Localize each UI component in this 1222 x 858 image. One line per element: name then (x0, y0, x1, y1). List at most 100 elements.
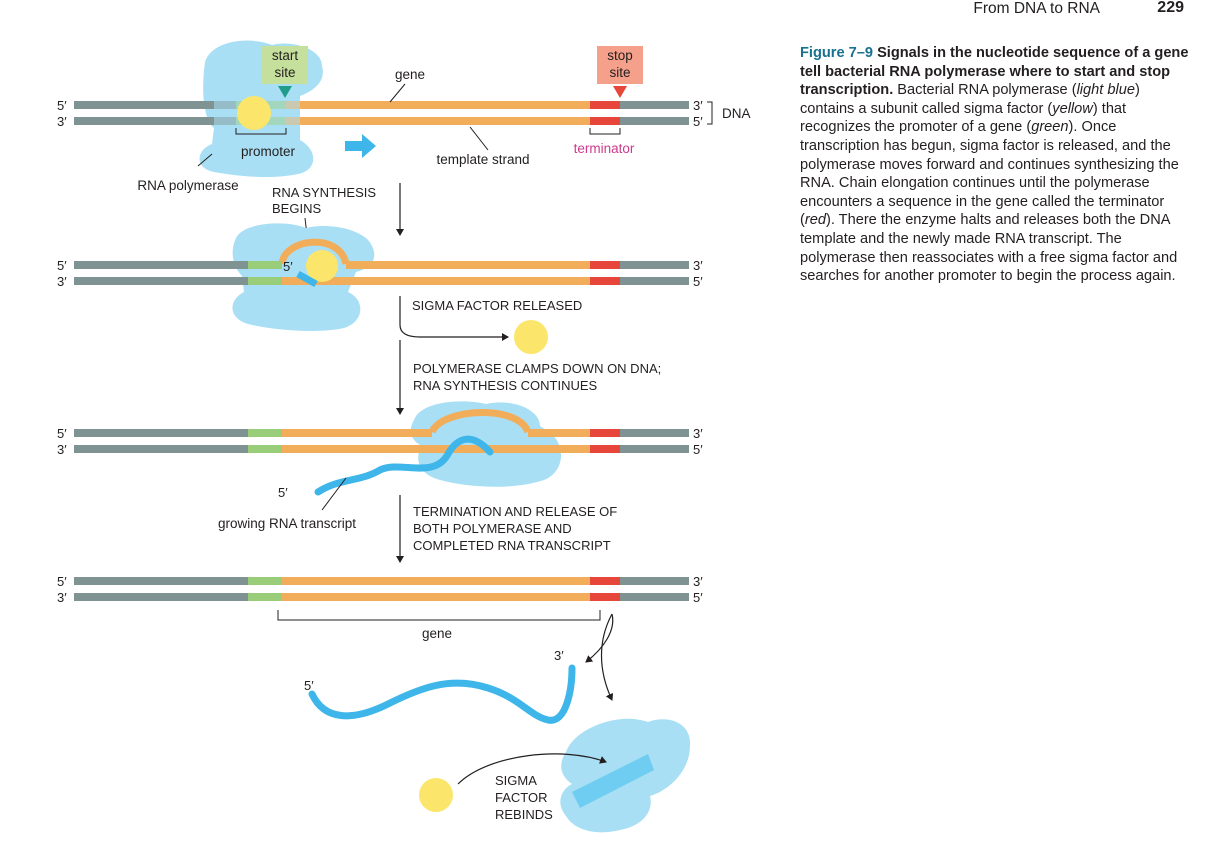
panel2-left-5prime: 5′ (57, 258, 67, 273)
gene-leader (389, 83, 406, 103)
promoter-bracket (235, 128, 287, 135)
panel4-left-5prime: 5′ (57, 574, 67, 589)
caption-body: Bacterial RNA polymerase (light blue) co… (800, 82, 1179, 284)
released-sigma-factor (514, 320, 548, 354)
p2-gene-top (346, 261, 590, 269)
p2-promoter-bottom (248, 277, 282, 285)
p2-terminator-bottom (590, 277, 620, 285)
growing-rna-leader (321, 477, 347, 511)
panel-2-rna-synthesis-begins: 5′ 5′ 3′ 3′ 5′ (57, 223, 703, 331)
rna-synthesis-begins-line2: BEGINS (272, 201, 321, 216)
dna-flank-top-left (74, 101, 244, 109)
new-rna-panel2 (296, 270, 318, 288)
start-site-triangle (278, 86, 292, 98)
p3-gene-top-left (282, 429, 432, 437)
free-sigma-factor (419, 778, 453, 812)
caption-run: green (1031, 119, 1069, 136)
termination-line3: COMPLETED RNA TRANSCRIPT (413, 538, 611, 553)
p4-promoter-top (248, 577, 282, 585)
panel3-left-5prime: 5′ (57, 426, 67, 441)
rna-synthesis-begins-line1: RNA SYNTHESIS (272, 185, 376, 200)
p3-terminator-top (590, 429, 620, 437)
caption-run: Bacterial RNA polymerase ( (893, 82, 1077, 99)
template-strand-leader (469, 126, 489, 151)
polymerase-clamps-line1: POLYMERASE CLAMPS DOWN ON DNA; (413, 361, 661, 376)
promoter-label: promoter (241, 144, 296, 159)
rna-polymerase-label: RNA polymerase (137, 178, 238, 193)
sigma-factor-panel2 (306, 250, 338, 282)
transcription-figure: start site stop site gene 5′ 3′ 3′ 5′ DN… (57, 40, 751, 833)
panel1-left-5prime: 5′ (57, 98, 67, 113)
p4-flank-bottom-left (74, 593, 248, 601)
p3-gene-bottom (282, 445, 590, 453)
p4-terminator-bottom (590, 593, 620, 601)
dna-label: DNA (722, 106, 751, 121)
p3-flank-top-left (74, 429, 248, 437)
completed-rna-transcript (308, 664, 576, 724)
panel-3-elongation: 5′ growing RNA transcript 5′ 3′ 3′ 5′ (57, 401, 703, 531)
panel2-left-3prime: 3′ (57, 274, 67, 289)
free-rna-polymerase (560, 718, 691, 833)
panel3-right-3prime: 3′ (693, 426, 703, 441)
figure-caption: Figure 7–9 Signals in the nucleotide seq… (800, 44, 1195, 286)
terminator-top (590, 101, 620, 109)
p3-promoter-bottom (248, 445, 282, 453)
dna-flank-top-right (620, 101, 689, 109)
running-head: From DNA to RNA (973, 0, 1100, 17)
release-arrow-rna (585, 613, 614, 663)
start-site-label-line2: site (274, 65, 295, 80)
template-strand (286, 117, 590, 125)
panel2-right-3prime: 3′ (693, 258, 703, 273)
figure-number: Figure 7–9 (800, 45, 873, 61)
p2-flank-top-left (74, 261, 248, 269)
termination-line1: TERMINATION AND RELEASE OF (413, 504, 617, 519)
completed-rna-5prime: 5′ (304, 678, 314, 693)
panel2-rna-5prime: 5′ (283, 259, 293, 274)
p3-flank-bottom-right (620, 445, 689, 453)
gene-label-top: gene (395, 67, 425, 82)
stop-site-label-line1: stop (607, 48, 633, 63)
terminator-label: terminator (574, 141, 635, 156)
gene-label-bottom: gene (422, 626, 452, 641)
dna-flank-bottom-right (620, 117, 689, 125)
p3-flank-bottom-left (74, 445, 248, 453)
p2-promoter-top (248, 261, 282, 269)
p4-flank-top-right (620, 577, 689, 585)
p4-flank-bottom-right (620, 593, 689, 601)
termination-line2: BOTH POLYMERASE AND (413, 521, 572, 536)
p3-gene-top-right (528, 429, 590, 437)
template-strand-label: template strand (436, 152, 529, 167)
sigma-factor-panel1 (237, 96, 271, 130)
panel1-right-3prime: 3′ (693, 98, 703, 113)
gene-top-strand (286, 101, 590, 109)
stop-site-box (597, 46, 643, 84)
p2-flank-top-right (620, 261, 689, 269)
terminator-bracket (589, 128, 621, 135)
terminator-bottom (590, 117, 620, 125)
p4-flank-top-left (74, 577, 248, 585)
panel2-right-5prime: 5′ (693, 274, 703, 289)
p4-gene-bottom (282, 593, 590, 601)
panel1-left-3prime: 3′ (57, 114, 67, 129)
release-arrow-polymerase (600, 613, 614, 701)
p3-flank-top-right (620, 429, 689, 437)
p4-promoter-bottom (248, 593, 282, 601)
dna-flank-bottom-left (74, 117, 244, 125)
p4-gene-top (282, 577, 590, 585)
p2-terminator-top (590, 261, 620, 269)
sigma-release-arrow (399, 296, 509, 341)
completed-rna-3prime: 3′ (554, 648, 564, 663)
page-number: 229 (1157, 0, 1184, 16)
page-header: From DNA to RNA 229 (0, 0, 1222, 24)
sigma-rebind-arrow (457, 753, 607, 785)
p2-gene-bottom (282, 277, 590, 285)
stop-site-label-line2: site (609, 65, 630, 80)
polymerase-clamps-line2: RNA SYNTHESIS CONTINUES (413, 378, 598, 393)
start-site-box (262, 46, 308, 84)
p3-bubble (428, 409, 532, 434)
dna-bracket (707, 101, 713, 125)
panel3-left-3prime: 3′ (57, 442, 67, 457)
panel4-right-3prime: 3′ (693, 574, 703, 589)
sigma-rebinds-line1: SIGMA (495, 773, 537, 788)
panel-1-initiation: start site stop site gene 5′ 3′ 3′ 5′ DN… (57, 40, 751, 193)
